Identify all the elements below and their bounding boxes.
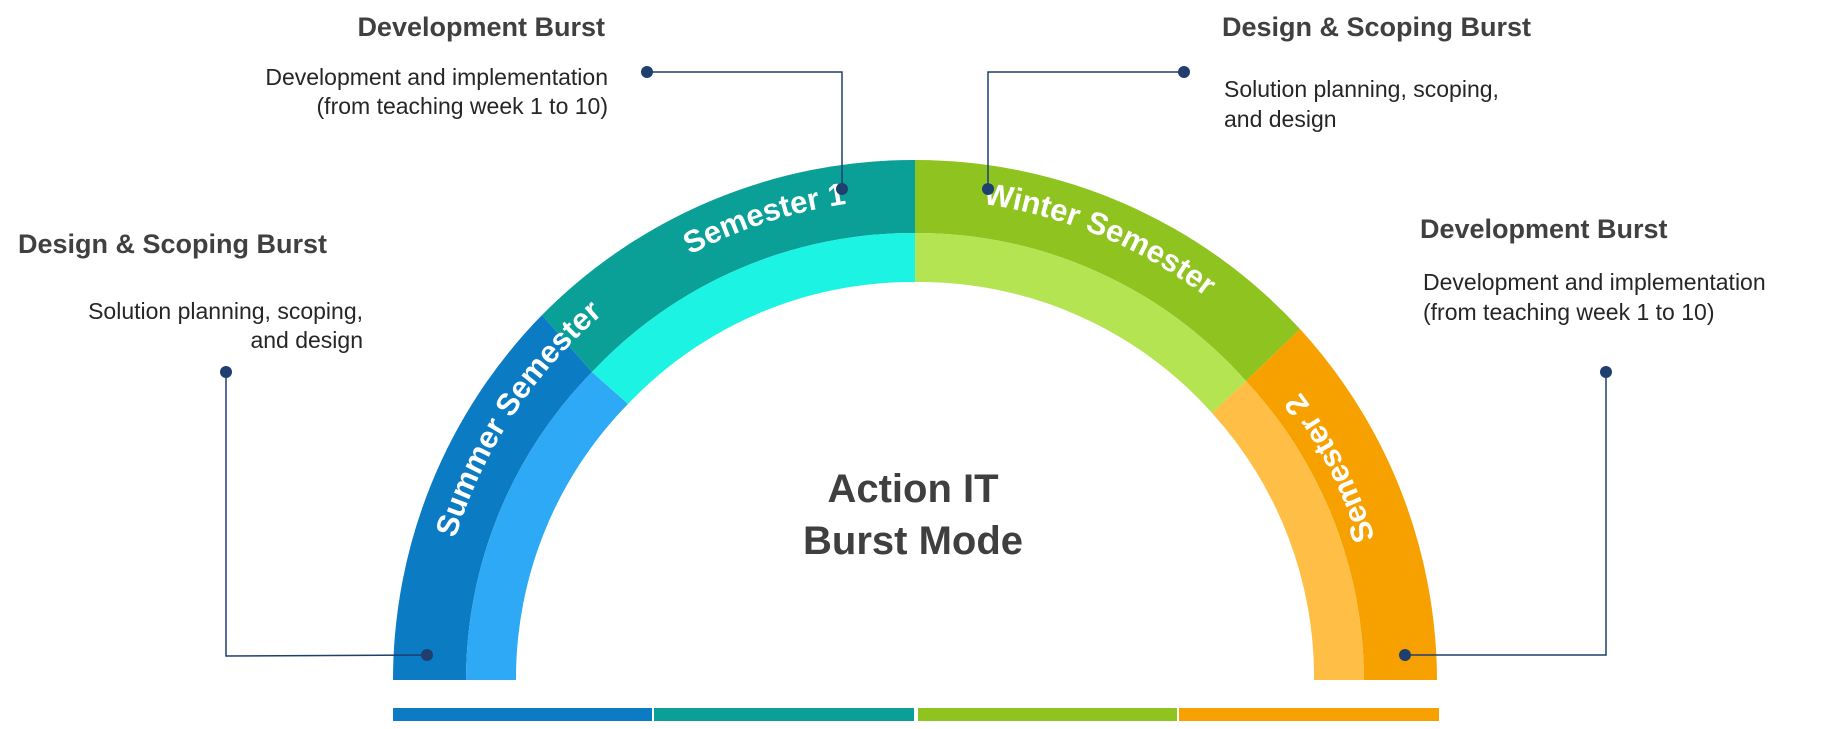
callout-top-right-title: Design & Scoping Burst — [1222, 12, 1531, 42]
connector-dot-left-arc — [421, 649, 433, 661]
connector-dot-top-right-end — [1178, 66, 1190, 78]
connector-dot-right-end — [1600, 366, 1612, 378]
connector-line-left — [225, 372, 428, 657]
callout-left-desc-line-2: and design — [250, 327, 363, 353]
winter-semester-inner-band — [915, 232, 1246, 413]
callout-right-title: Development Burst — [1420, 214, 1668, 244]
winter-semester-outer-band — [915, 159, 1300, 381]
summer-semester-inner-band — [466, 372, 628, 680]
connector-dot-left-end — [220, 366, 232, 378]
connector-line-right — [1405, 372, 1607, 656]
bottom-bar-semester-2 — [1179, 708, 1439, 721]
center-title-line-1: Action IT — [827, 467, 998, 511]
connector-line-top-right — [987, 71, 1184, 189]
callout-top-right-desc-line-1: Solution planning, scoping, — [1224, 76, 1499, 102]
connector-dot-top-right-arc — [982, 183, 994, 195]
callout-left-title: Design & Scoping Burst — [18, 229, 327, 259]
semester-2-inner-band — [1212, 381, 1364, 680]
semester-2-outer-band — [1246, 329, 1437, 680]
bottom-bar-summer — [393, 708, 652, 721]
callout-top-left-title: Development Burst — [357, 12, 605, 42]
summer-semester-outer-band — [393, 315, 592, 680]
semester-1-inner-band — [592, 232, 915, 404]
connector-line-top-left — [647, 71, 843, 189]
callout-top-right-desc-line-2: and design — [1224, 106, 1337, 132]
semester-1-outer-band — [542, 159, 915, 372]
callout-left-desc-line-1: Solution planning, scoping, — [88, 298, 363, 324]
callout-top-left-desc-line-1: Development and implementation — [265, 64, 608, 90]
connector-dot-top-left-end — [641, 66, 653, 78]
bottom-bar-winter — [918, 708, 1177, 721]
callout-top-left-desc-line-2: (from teaching week 1 to 10) — [317, 93, 608, 119]
bottom-bar-semester-1 — [654, 708, 914, 721]
connector-dot-right-arc — [1399, 649, 1411, 661]
connector-dot-top-left-arc — [836, 183, 848, 195]
callout-right-desc-line-1: Development and implementation — [1423, 269, 1766, 295]
center-title-line-2: Burst Mode — [803, 519, 1023, 563]
callout-right-desc-line-2: (from teaching week 1 to 10) — [1423, 299, 1714, 325]
